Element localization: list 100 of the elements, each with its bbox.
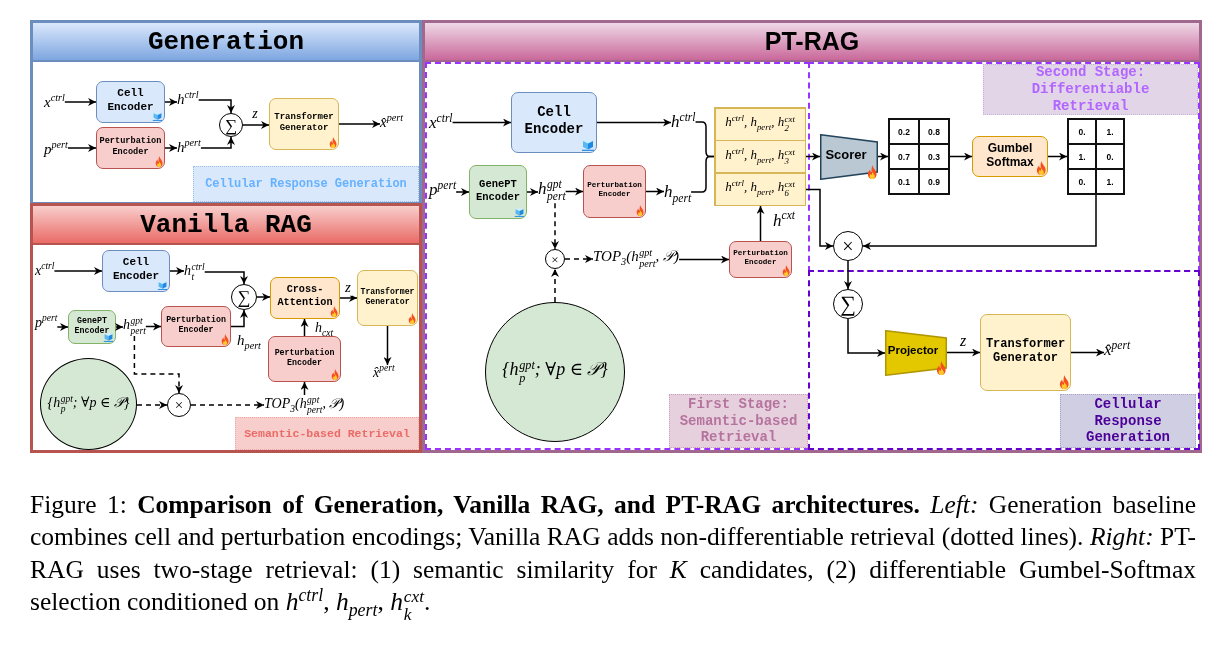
arrow <box>756 205 765 242</box>
section-label: Cellular Response Generation <box>193 166 419 202</box>
matrix-cell: 1. <box>1097 170 1123 193</box>
box-label: Projector <box>887 344 939 358</box>
encoder-box <box>729 241 792 278</box>
panel-title: Generation <box>33 23 419 62</box>
matrix-cell: 0.1 <box>890 170 918 193</box>
arrow <box>53 267 103 275</box>
arrow <box>564 187 584 196</box>
arrow <box>1070 348 1105 357</box>
dashed-arrow <box>551 202 559 250</box>
math-label: TOP$_{3}$(h$^{gpt}$$_{pert}$, 𝒫) <box>264 395 345 415</box>
multiply-operator: × <box>545 249 565 269</box>
arrow <box>877 152 889 161</box>
arrow <box>526 188 539 196</box>
math-label: h$^{ctrl}$ <box>671 112 696 132</box>
arrow <box>242 121 270 129</box>
arrow <box>338 120 381 128</box>
box-label: Transformer Generator <box>985 336 1066 366</box>
math-label: x̂$^{pert}$ <box>1104 340 1131 360</box>
matrix-cell: 0. <box>1069 170 1095 193</box>
score-matrix <box>888 118 950 195</box>
arrow <box>300 318 309 337</box>
diagram-panel <box>30 203 422 453</box>
matrix-cell: 1. <box>1097 120 1123 143</box>
arrow <box>844 260 852 290</box>
diagram-panel <box>30 20 422 205</box>
box-label: GenePT Encoder <box>475 177 521 204</box>
generator-box <box>980 314 1071 391</box>
figure-caption: Figure 1: Comparison of Generation, Vanilla RAG, and PT-RAG architectures. Left: Generation baseline combines cell and perturbation encodings; Vanilla RAG adds non-differentiable retrieval (dotted lines). Right: PT-RAG uses two-stage retrieval: (1) semantic similarity for K candidates, (2) differentiable Gumbel-Softmax selection conditioned on h$^{ctrl}$, h$_{pert}$, h$^{cxt}$$_{k}$. <box>30 489 1196 624</box>
dashed-arrow <box>190 401 265 409</box>
math-label: x$^{ctrl}$ <box>429 113 453 133</box>
sum-operator: ∑ <box>219 113 243 137</box>
arrow <box>1047 152 1068 161</box>
arrow <box>164 98 178 106</box>
math-label: x̂$^{pert}$ <box>373 364 395 382</box>
arrow <box>200 136 235 149</box>
arrow <box>451 118 512 127</box>
box-label: Cell Encoder <box>112 256 160 283</box>
math-label: p$^{pert}$ <box>429 180 457 200</box>
arrow <box>805 188 834 250</box>
box-label: Scorer <box>825 147 867 163</box>
diagram-panel <box>422 20 1202 453</box>
sum-operator: ∑ <box>231 284 257 310</box>
math-label: p$^{pert}$ <box>35 314 58 332</box>
arrow <box>203 271 248 285</box>
box-label: Gumbel Softmax <box>986 140 1034 170</box>
arrow <box>946 348 981 357</box>
arrow <box>862 194 1097 250</box>
scorer-trapezoid <box>820 134 878 180</box>
generator-box <box>269 98 339 150</box>
matrix-cell: 0. <box>1097 145 1123 168</box>
encoder-box <box>511 92 597 153</box>
math-label: x$^{ctrl}$ <box>44 94 65 112</box>
arrow <box>67 144 97 152</box>
math-label: TOP$_{3}$(h$^{gpt}$$_{pert}$, 𝒫) <box>593 248 680 270</box>
arrow <box>949 152 973 161</box>
math-label: p$^{pert}$ <box>44 141 68 159</box>
arrow <box>678 255 730 264</box>
matrix-cell: 0.9 <box>920 170 948 193</box>
edge-label: h$_{cxt}$ <box>313 320 335 336</box>
panel-title: PT-RAG <box>425 23 1199 62</box>
box-label: Cross-Attention <box>277 284 333 309</box>
selection-matrix <box>1067 118 1125 195</box>
arrow <box>256 293 271 301</box>
box-label: Transformer Generator <box>360 286 415 307</box>
matrix-cell: 0. <box>1069 120 1095 143</box>
arrow <box>145 322 162 331</box>
arrow <box>645 187 665 196</box>
embedding-pool-circle: {h$^{gpt}$$_{p}$; ∀p ∈ 𝒫} <box>485 302 625 442</box>
matrix-cell: 0.3 <box>920 145 948 168</box>
arrow <box>455 188 470 196</box>
encoder-box <box>96 127 165 169</box>
stage-label: Second Stage: Differentiable Retrieval <box>983 64 1198 115</box>
arrow <box>339 294 358 302</box>
box-label: Perturbation Encoder <box>274 347 335 368</box>
math-label: h$^{pert}$ <box>177 139 201 157</box>
arrow <box>230 309 248 328</box>
multiply-operator: × <box>833 231 863 261</box>
box-label: GenePT Encoder <box>74 315 110 336</box>
dashed-region <box>808 270 1200 450</box>
multiply-operator: × <box>167 393 191 417</box>
generator-box <box>357 270 418 326</box>
dashed-region <box>808 62 1200 272</box>
dashed-arrow <box>136 401 168 409</box>
stage-label: Cellular Response Generation <box>1060 394 1196 448</box>
section-label: Semantic-based Retrieval <box>235 417 419 450</box>
arrow <box>847 318 886 357</box>
matrix-cell: 1. <box>1069 145 1095 168</box>
dashed-region <box>425 62 810 450</box>
arrow <box>164 144 178 152</box>
candidate-table <box>714 107 806 206</box>
arrow <box>169 267 185 275</box>
arrow <box>805 152 821 161</box>
math-label: x$^{ctrl}$ <box>35 262 55 280</box>
box-label: Perturbation Encoder <box>99 136 162 157</box>
matrix-cell: 0.7 <box>890 145 918 168</box>
encoder-box <box>268 336 341 382</box>
encoder-box <box>583 165 646 218</box>
matrix-cell: 0.8 <box>920 120 948 143</box>
